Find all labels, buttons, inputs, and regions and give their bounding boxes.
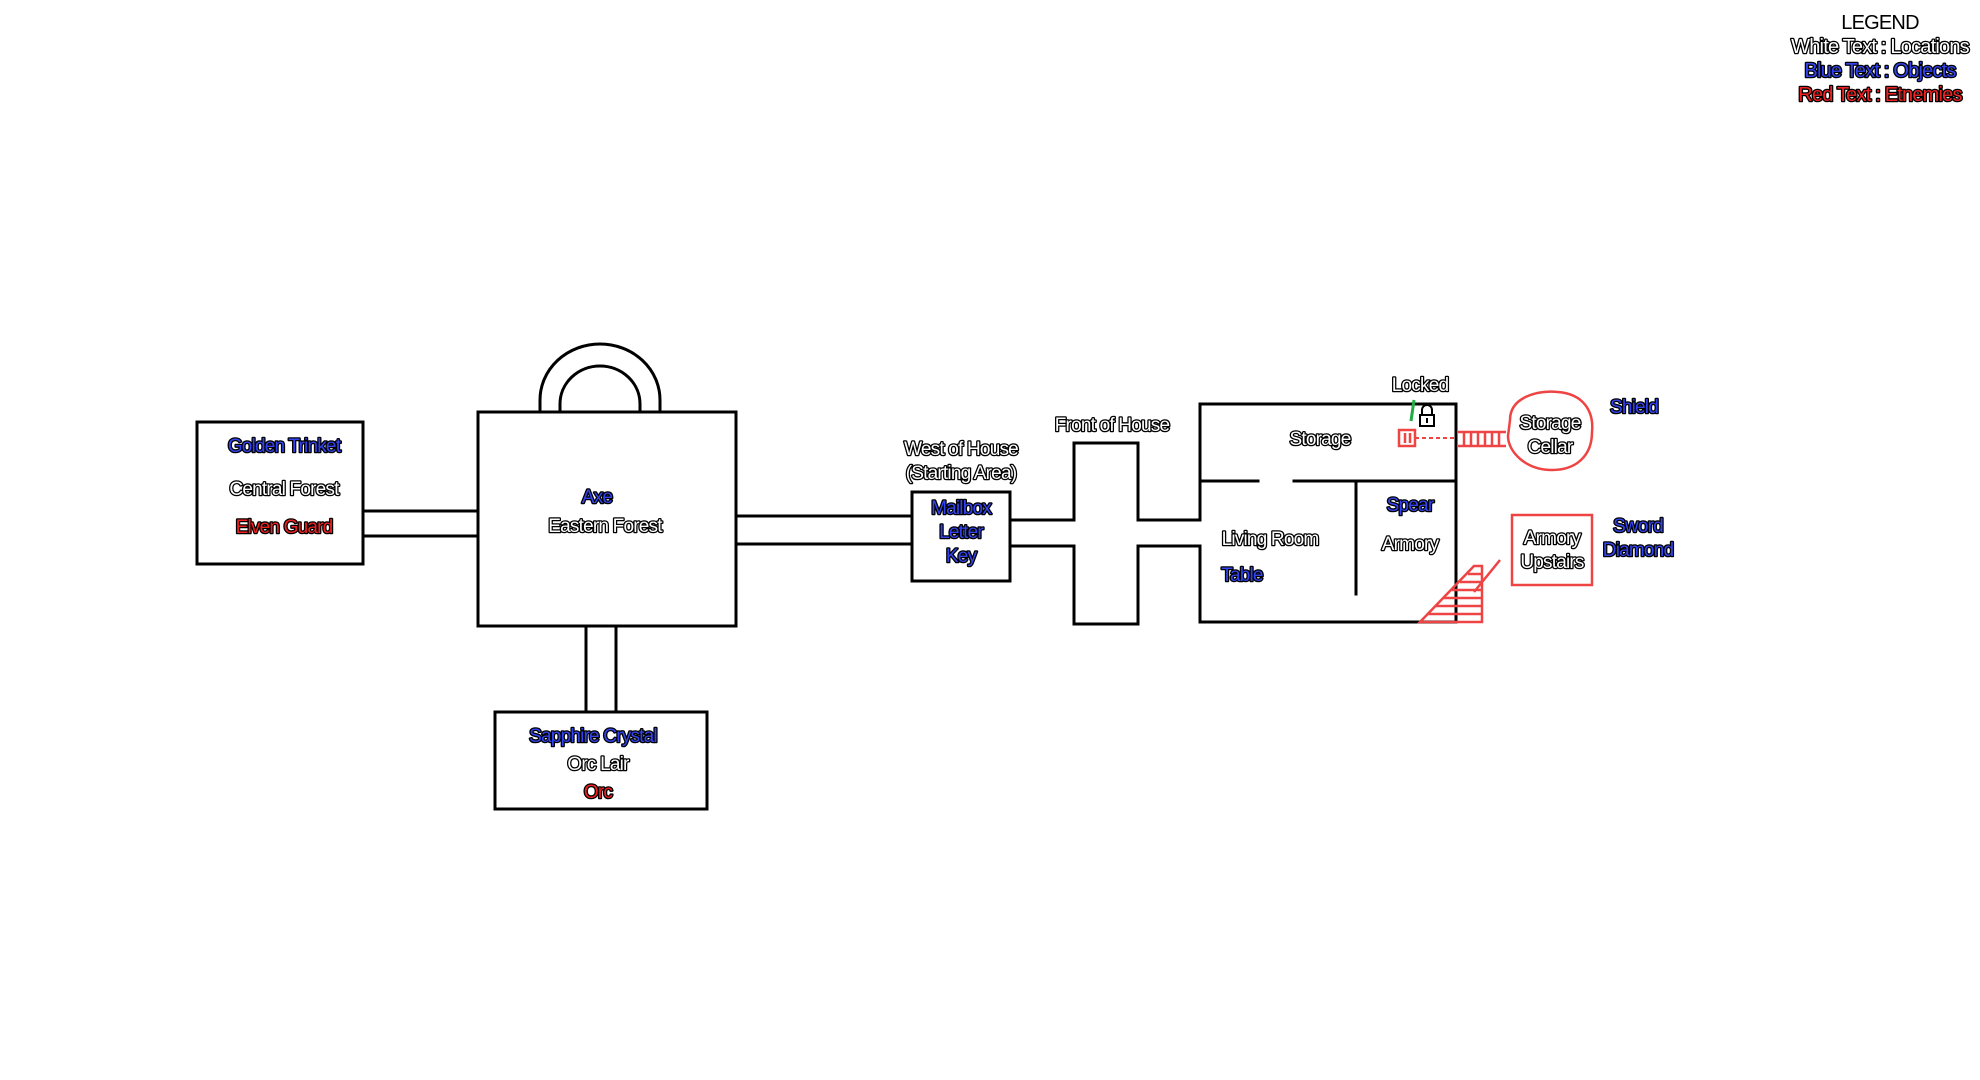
orc-lair-name: Orc Lair	[567, 754, 630, 775]
legend: LEGEND White Text : Locations Blue Text …	[1790, 12, 1972, 107]
orc-lair-enemy: Orc	[584, 782, 613, 803]
central-forest-enemy: Elven Guard	[236, 517, 333, 538]
eastern-forest-walls	[476, 410, 738, 628]
cellar-hatch-icon	[1397, 428, 1417, 448]
corridor-eastern-west-house	[734, 514, 914, 546]
staircase-icon	[1417, 559, 1501, 624]
west-of-house-object-letter: Letter	[939, 522, 984, 543]
padlock-icon	[1419, 404, 1435, 427]
legend-title: LEGEND	[1841, 12, 1919, 34]
room-central-forest: Golden Trinket Central Forest Elven Guar…	[195, 420, 365, 566]
west-of-house-walls	[910, 490, 1012, 583]
storage-cellar-object: Shield	[1610, 397, 1658, 418]
corridor-west-front	[1008, 518, 1076, 548]
storage-cellar-name: Storage	[1520, 413, 1581, 434]
west-of-house-object-mailbox: Mailbox	[931, 498, 992, 519]
corridor-central-eastern	[361, 509, 480, 538]
armory-upstairs-name: Armory	[1524, 528, 1582, 549]
armory-name: Armory	[1382, 534, 1440, 555]
storage-name: Storage	[1290, 429, 1351, 450]
corridor-eastern-orc	[584, 624, 618, 714]
eastern-forest-arch-outer	[538, 342, 662, 414]
eastern-forest-object: Axe	[582, 487, 613, 508]
front-of-house-walls-bottom	[1072, 544, 1202, 626]
central-forest-walls	[195, 420, 365, 566]
armory-object: Spear	[1387, 495, 1435, 516]
room-orc-lair: Sapphire Crystal Orc Lair Orc	[493, 710, 709, 811]
room-front-of-house: Front of House	[1053, 414, 1202, 626]
orc-lair-object: Sapphire Crystal	[529, 726, 657, 747]
eastern-forest-arch-inner	[558, 364, 642, 414]
west-of-house-name: West of House	[904, 439, 1018, 460]
armory-upstairs-object-sword: Sword	[1613, 516, 1663, 537]
front-of-house-name: Front of House	[1055, 415, 1170, 436]
legend-enemies: Red Text : Etnemies	[1798, 84, 1962, 106]
west-of-house-subtitle: (Starting Area)	[906, 463, 1017, 484]
room-storage: Storage Locked	[1288, 374, 1458, 451]
living-room-name: Living Room	[1222, 529, 1319, 550]
storage-cellar-outline	[1506, 390, 1594, 472]
room-eastern-forest: Axe Eastern Forest	[476, 342, 738, 628]
storage-cellar-name-2: Cellar	[1528, 437, 1574, 458]
ladder-icon	[1458, 430, 1506, 448]
armory-upstairs-outline	[1510, 513, 1594, 587]
legend-objects: Blue Text : Objects	[1804, 60, 1956, 82]
room-armory-upstairs: Armory Upstairs Sword Diamond	[1510, 513, 1676, 587]
room-west-of-house: West of House (Starting Area) Mailbox Le…	[903, 438, 1020, 583]
living-room-object: Table	[1221, 565, 1263, 586]
armory-upstairs-object-diamond: Diamond	[1603, 540, 1674, 561]
armory-upstairs-name-2: Upstairs	[1520, 552, 1584, 573]
front-of-house-walls-top	[1072, 441, 1202, 522]
eastern-forest-name: Eastern Forest	[548, 516, 663, 537]
storage-status: Locked	[1392, 375, 1449, 396]
central-forest-name: Central Forest	[229, 479, 340, 500]
room-armory: Spear Armory	[1380, 494, 1441, 557]
room-storage-cellar: Storage Cellar Shield	[1506, 390, 1660, 472]
west-of-house-object-key: Key	[946, 546, 978, 567]
orc-lair-walls	[493, 710, 709, 811]
green-key-mark-icon	[1409, 399, 1416, 422]
room-living-room: Living Room Table	[1220, 528, 1321, 588]
legend-locations: White Text : Locations	[1791, 36, 1969, 58]
central-forest-object: Golden Trinket	[228, 436, 342, 457]
